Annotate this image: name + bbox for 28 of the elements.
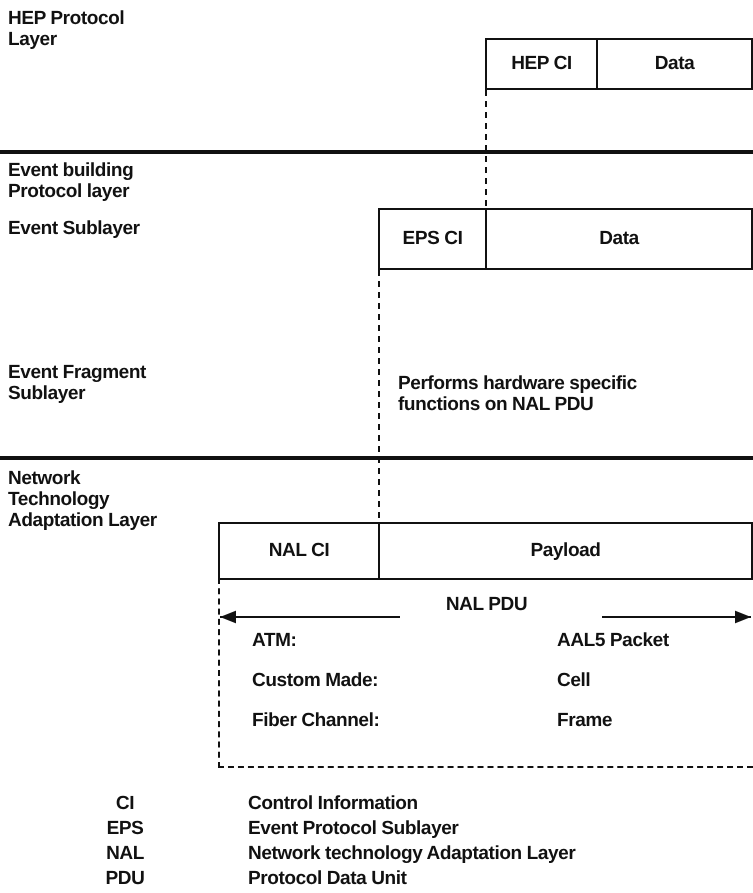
control-field: EPS CI: [378, 208, 487, 270]
layer-name: Event building Protocol layer: [8, 160, 134, 202]
layer-name: HEP Protocol Layer: [8, 8, 126, 50]
definition: Protocol Data Unit: [248, 868, 408, 889]
pdu-frame: [218, 578, 753, 768]
note-text: Performs hardware specific functions on NAL PDU: [398, 373, 638, 415]
payload-field: Payload: [378, 522, 753, 580]
table-text: Cell: [557, 670, 590, 691]
data-field: Data: [596, 38, 753, 90]
table-text: Frame: [557, 710, 612, 731]
definition: Control Information: [248, 793, 419, 814]
layer-name: Event Sublayer: [8, 218, 141, 239]
abbreviation: NAL: [105, 843, 145, 864]
table-text: Fiber Channel:: [252, 710, 380, 731]
control-field: NAL CI: [218, 522, 380, 580]
definition: Event Protocol Sublayer: [248, 818, 460, 839]
table-text: AAL5 Packet: [557, 630, 669, 651]
definition: Network technology Adaptation Layer: [248, 843, 576, 864]
table-text: ATM:: [252, 630, 296, 651]
abbreviation: CI: [114, 793, 136, 814]
abbreviation: PDU: [104, 868, 146, 889]
abbreviation: EPS: [106, 818, 144, 839]
table-text: Custom Made:: [252, 670, 378, 691]
layer-name: Event Fragment Sublayer: [8, 362, 148, 404]
dashed-connector: [485, 90, 487, 208]
layer-name: Network Technology Adaptation Layer: [8, 468, 158, 531]
control-field: HEP CI: [485, 38, 598, 90]
data-field: Data: [485, 208, 753, 270]
